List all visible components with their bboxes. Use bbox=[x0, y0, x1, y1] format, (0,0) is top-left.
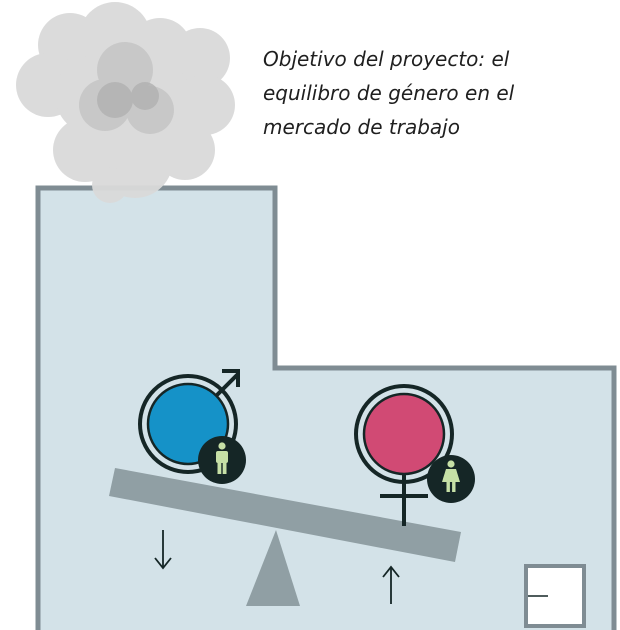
male-person-icon bbox=[198, 436, 246, 484]
seesaw-fulcrum bbox=[246, 530, 300, 606]
project-objective-caption: Objetivo del proyecto: el equilibro de g… bbox=[263, 42, 593, 144]
caption-line-2: equilibro de género en el bbox=[263, 81, 515, 105]
female-symbol-icon bbox=[354, 384, 454, 526]
smoke-cloud-icon bbox=[16, 2, 235, 203]
seesaw-plank bbox=[109, 468, 461, 562]
caption-line-3: mercado de trabajo bbox=[263, 115, 460, 139]
building-window bbox=[524, 564, 586, 628]
female-person-icon bbox=[427, 455, 475, 503]
arrow-up-icon bbox=[382, 565, 400, 604]
caption-line-1: Objetivo del proyecto: el bbox=[263, 47, 510, 71]
factory-building bbox=[35, 185, 617, 630]
arrow-down-icon bbox=[154, 530, 172, 570]
